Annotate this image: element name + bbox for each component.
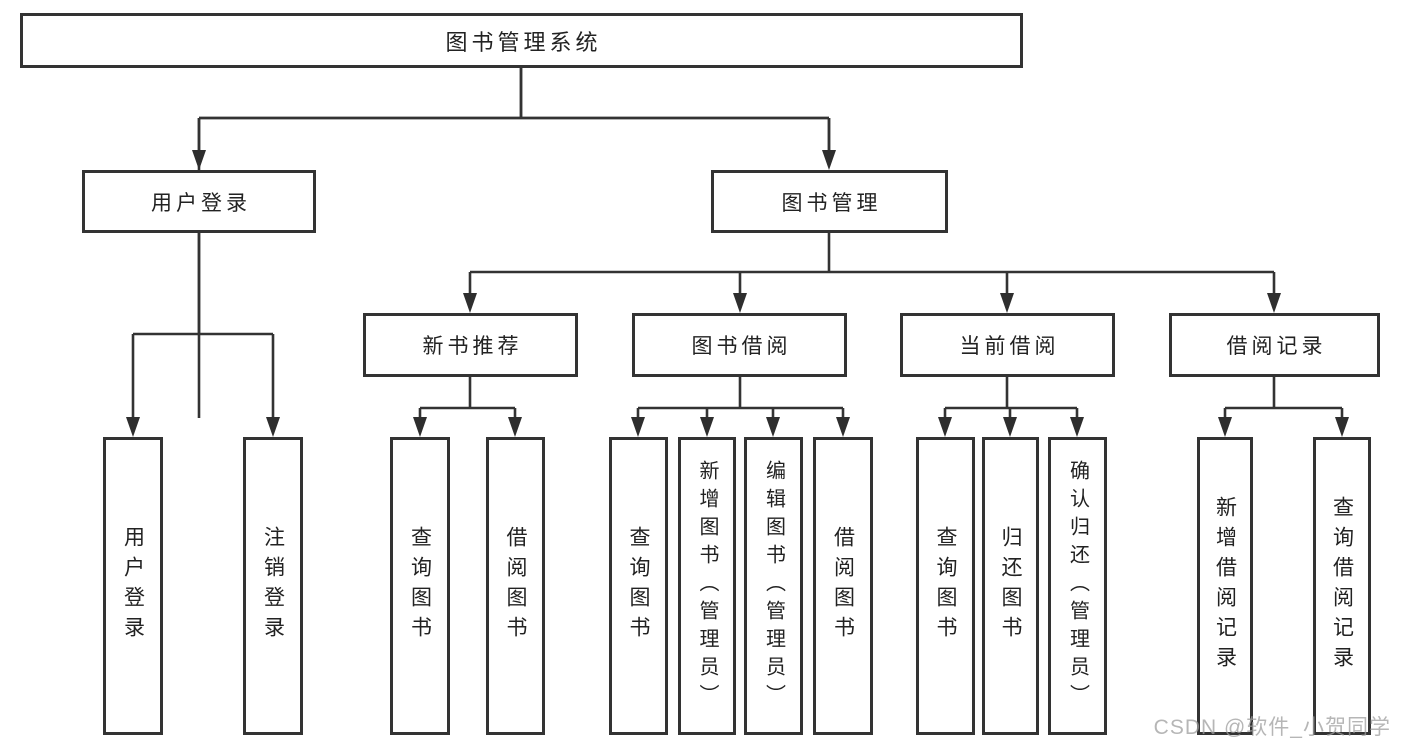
arrowhead [836, 417, 850, 437]
leaf-edit-books-admin: 编辑图书（管理员） [744, 437, 803, 735]
leaf-query-books-borrow: 查询图书 [609, 437, 668, 735]
arrowhead [1000, 293, 1014, 313]
arrowhead [766, 417, 780, 437]
leaf-logout: 注销登录 [243, 437, 303, 735]
connector-book-management-to-level3 [463, 233, 1281, 313]
arrowhead [266, 417, 280, 437]
arrowhead [700, 417, 714, 437]
arrowhead [1003, 417, 1017, 437]
leaf-borrow-books-recommend: 借阅图书 [486, 437, 545, 735]
leaf-return-books: 归还图书 [982, 437, 1039, 735]
arrowhead [1267, 293, 1281, 313]
arrowhead [631, 417, 645, 437]
node-borrow-records: 借阅记录 [1169, 313, 1380, 377]
connector-new-book-recommend-to-leaves [413, 377, 522, 437]
leaf-query-borrow-record: 查询借阅记录 [1313, 437, 1371, 735]
arrowhead [1218, 417, 1232, 437]
arrowhead [733, 293, 747, 313]
leaf-query-books-current: 查询图书 [916, 437, 975, 735]
connector-borrow-records-to-leaves [1218, 377, 1349, 437]
connector-root-to-level2 [192, 68, 836, 418]
arrowhead [1335, 417, 1349, 437]
node-new-book-recommend: 新书推荐 [363, 313, 578, 377]
arrowhead [822, 150, 836, 170]
node-book-management: 图书管理 [711, 170, 948, 233]
arrowhead [508, 417, 522, 437]
connector-user-login-to-leaves [126, 233, 280, 437]
connector-current-borrow-to-leaves [938, 377, 1084, 437]
leaf-query-books-recommend: 查询图书 [390, 437, 450, 735]
node-book-borrow: 图书借阅 [632, 313, 847, 377]
csdn-watermark: CSDN @软件_小贺同学 [1153, 716, 1391, 739]
leaf-user-login: 用户登录 [103, 437, 163, 735]
leaf-add-borrow-record: 新增借阅记录 [1197, 437, 1253, 735]
arrowhead [126, 417, 140, 437]
node-user-login: 用户登录 [82, 170, 316, 233]
arrowhead [192, 150, 206, 170]
arrowhead [1070, 417, 1084, 437]
arrowhead [938, 417, 952, 437]
connector-book-borrow-to-leaves [631, 377, 850, 437]
arrowhead [463, 293, 477, 313]
leaf-confirm-return-admin: 确认归还（管理员） [1048, 437, 1107, 735]
node-library-management-system: 图书管理系统 [20, 13, 1023, 68]
arrowhead [413, 417, 427, 437]
node-current-borrow: 当前借阅 [900, 313, 1115, 377]
leaf-borrow-books: 借阅图书 [813, 437, 873, 735]
leaf-add-books-admin: 新增图书（管理员） [678, 437, 736, 735]
